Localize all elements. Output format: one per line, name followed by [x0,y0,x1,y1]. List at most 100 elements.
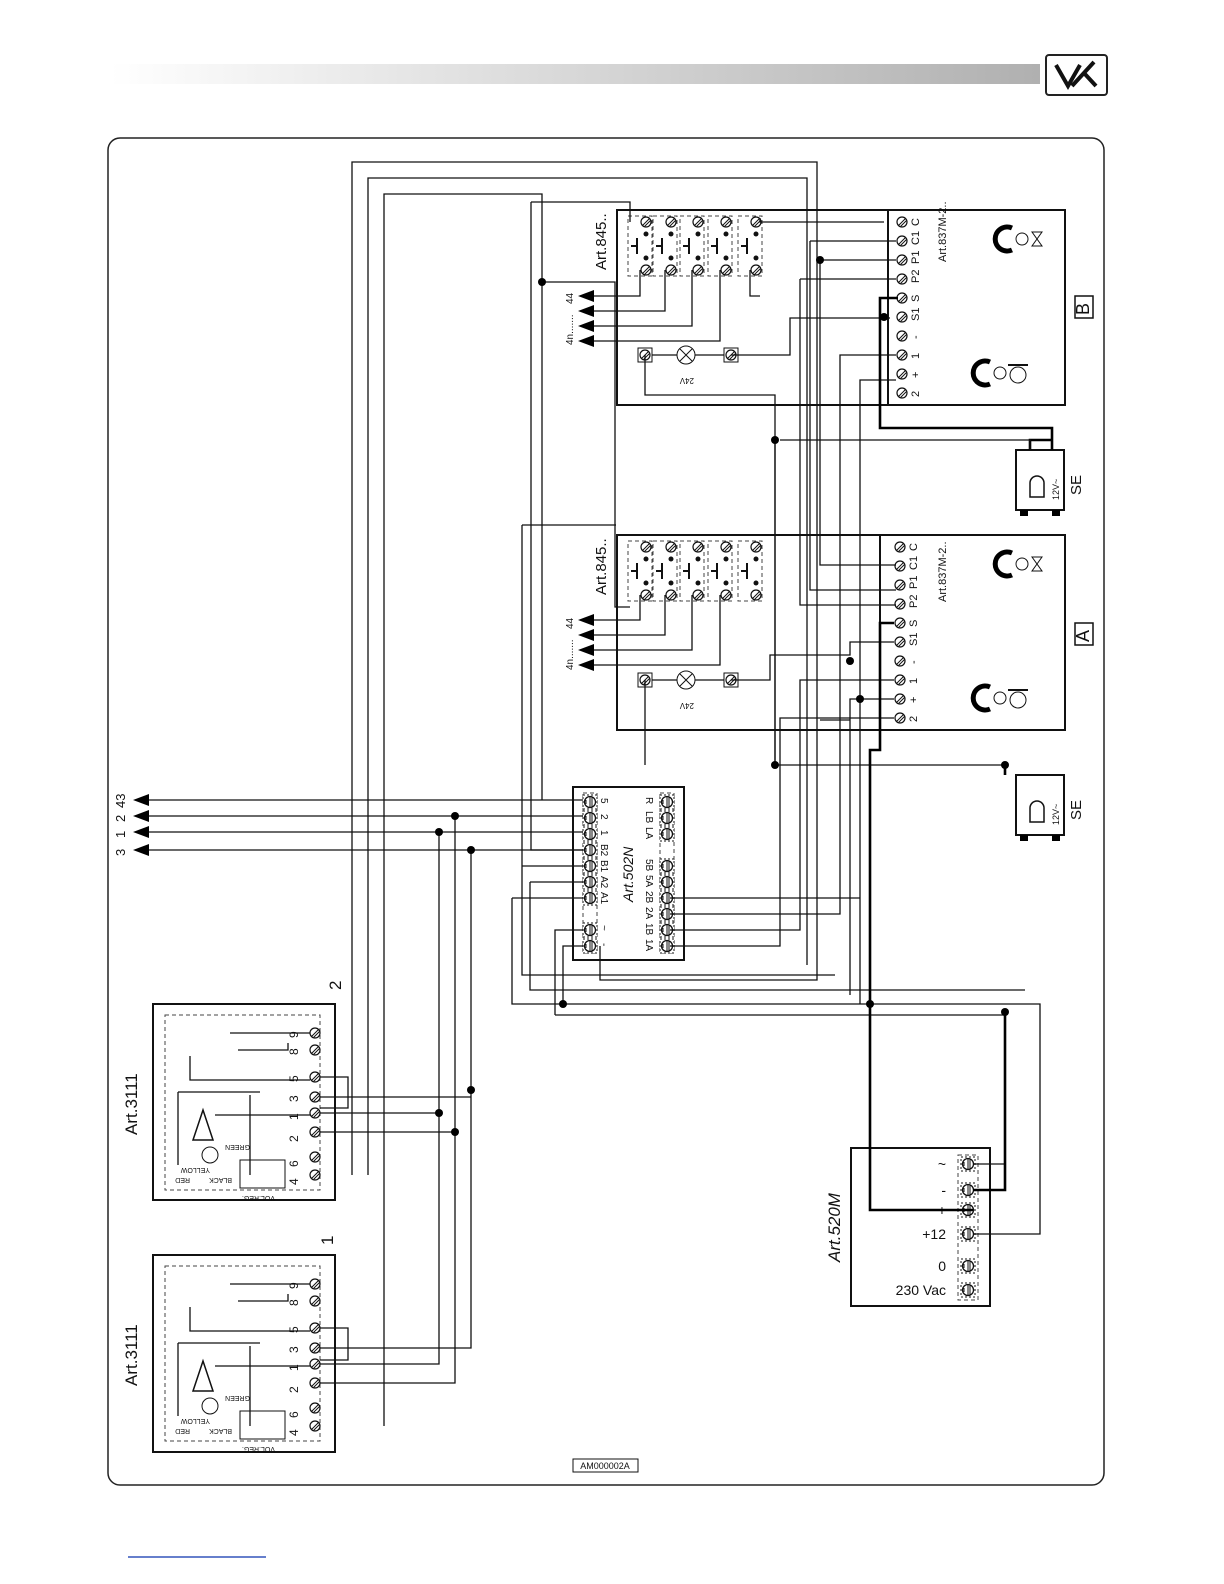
art520m-title: Art.520M [825,1192,844,1263]
terminal-label: 230 Vac [896,1282,946,1298]
wire-label: RED [175,1176,190,1183]
terminal-label: 3 [287,1095,301,1102]
terminal-label: C1 [910,231,922,245]
wire-label: BLACK [209,1427,232,1434]
terminal-label: LB [643,811,654,824]
unit-b: Art.845.. Art.837M-2.. C C1 P1 P2 S S1 -… [565,201,1094,406]
unit-a-label: A [1073,622,1094,646]
terminal-label: - [908,660,920,664]
terminal-label: ~ [938,1156,946,1172]
panel-label-b: Art.837M-2.. [937,201,949,262]
svg-text:A: A [1073,630,1093,642]
lock-label: SE [1068,475,1085,495]
terminal-label: 2 [287,1386,301,1393]
terminal-label: P1 [908,576,920,589]
lamp-voltage: 24V [679,701,694,710]
terminal-label: A2 [598,876,609,889]
terminal-label: P1 [910,251,922,264]
svg-text:B: B [1073,303,1093,315]
amplifier-icon [191,1107,215,1141]
terminal-label: A1 [598,892,609,905]
terminal-label: ~ [598,925,609,931]
wire-label: VOL.REG. [242,1445,275,1452]
wire-label: YELLOW [180,1417,210,1424]
output-arrows [578,270,760,671]
lock-se-a: 12V~ SE [1015,774,1085,841]
unit-a: Art.845.. Art.837M-2.. C C1 P1 P2 S S1 -… [565,534,1094,731]
terminal-label: 5A [643,875,654,888]
art520m-power-supply: ~ - + +12 0 230 Vac Art.520M [825,1147,991,1307]
microphone-icon [201,1146,219,1164]
terminal-label: 1B [643,923,654,936]
header-bar [110,64,1040,84]
terminal-label: 9 [287,1282,301,1289]
terminal-label: 2 [908,716,920,722]
terminal-label: +12 [922,1226,946,1242]
terminal-label: B1 [598,860,609,873]
terminal-label: 1 [910,353,922,359]
terminal-label: 5 [287,1326,301,1333]
terminal-label: 6 [287,1160,301,1167]
camera-icon [992,549,1043,579]
terminal-label: P2 [910,270,922,283]
output-label: 44 [565,292,576,304]
terminal-label: 1 [598,830,609,836]
art502n-module: 5 2 1 B2 B1 A2 A1 ~ - R LB LA 5B 5A 2B 2… [572,786,685,961]
terminal-label: S [908,620,920,627]
terminal-label: 1 [287,1364,301,1371]
terminal-label: 4 [287,1429,301,1436]
wire-label: BLACK [209,1176,232,1183]
handset-title: Art.3111 [122,1324,141,1386]
riser-label: 3 [113,849,128,856]
drawing-code: AM000002A [580,1461,630,1471]
terminal-label: C [910,218,922,226]
wire-label: GREEN [225,1143,250,1150]
lamp-b: 24V [637,345,739,385]
terminal-label: - [910,335,922,339]
microphone-icon [201,1397,219,1415]
terminal-label: - [941,1182,946,1198]
terminal-label: 1 [287,1113,301,1120]
terminal-label: S [910,295,922,302]
output-label: 4n....... [565,314,576,345]
riser-label: 2 [113,815,128,822]
terminal-label: 2 [598,814,609,820]
camera-icon [992,224,1043,254]
lock-se-b: 12V~ SE [1015,449,1085,516]
terminal-label: 2B [643,891,654,904]
terminal-label: 6 [287,1411,301,1418]
terminal-label: 1 [908,678,920,684]
terminal-label: 2 [910,391,922,397]
riser-arrows: 3 1 2 43 [113,794,149,856]
art845-label-b: Art.845.. [593,213,610,270]
handset-number: 1 [318,1236,337,1245]
handset-2: 9 8 5 3 1 2 6 4 GREEN YELLOW RED BLACK V… [122,981,345,1201]
handset-title: Art.3111 [122,1073,141,1135]
terminal-label: P2 [908,595,920,608]
lock-voltage: 12V~ [1051,804,1061,825]
terminal-label: C [908,543,920,551]
terminal-label: S1 [910,308,922,321]
unit-b-label: B [1073,295,1094,319]
terminal-label: 9 [287,1031,301,1038]
wire-label: VOL.REG. [242,1194,275,1201]
speaker-icon [970,358,1028,388]
terminals-a: C C1 P1 P2 S S1 - 1 + 2 [894,541,920,724]
amplifier-icon [191,1358,215,1392]
terminal-label: + [908,697,920,703]
lamp-a: 24V [637,670,739,710]
terminal-label: C1 [908,556,920,570]
riser-label: 43 [113,794,128,808]
wires [149,161,1054,1426]
lamp-voltage: 24V [679,376,694,385]
terminal-label: LA [643,827,654,840]
terminal-label: S1 [908,633,920,646]
terminal-label: R [643,797,654,804]
diagram-frame [107,137,1105,1486]
wire-label: RED [175,1427,190,1434]
art502n-title: Art.502N [620,846,636,903]
riser-label: 1 [113,831,128,838]
terminal-label: 8 [287,1048,301,1055]
terminal-label: 2 [287,1135,301,1142]
